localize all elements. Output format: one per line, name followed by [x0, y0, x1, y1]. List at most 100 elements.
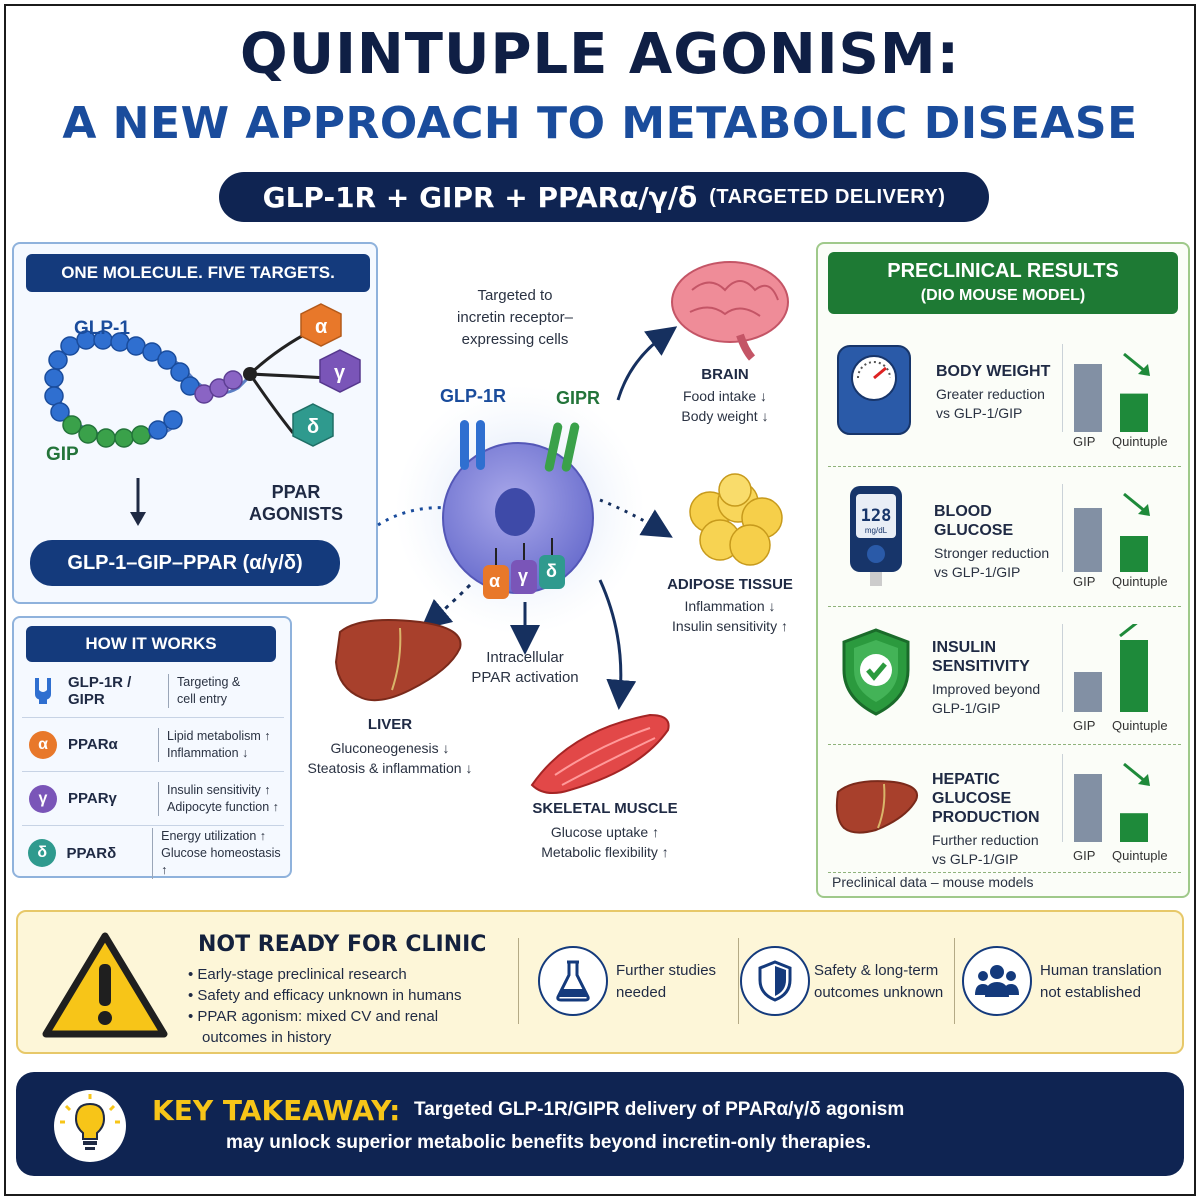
warning-title: NOT READY FOR CLINIC	[198, 932, 487, 957]
glucometer-icon	[850, 486, 902, 586]
gip-label: GIP	[46, 444, 79, 465]
bar-label-quint-2: Quintuple	[1112, 718, 1168, 733]
result-title-insulin-2: SENSITIVITY	[932, 658, 1030, 675]
hiw-desc-alpha: Lipid metabolism ↑ Inflammation ↓	[158, 727, 271, 762]
muscle-name: SKELETAL MUSCLE	[532, 800, 678, 817]
hiw-desc-receptor-1: Targeting &	[177, 674, 241, 689]
delta-badge-symbol: δ	[28, 839, 57, 867]
result-title-insulin-1: INSULIN	[932, 639, 996, 656]
outer-frame	[4, 4, 1196, 1196]
muscle-illustration	[530, 713, 670, 795]
results-footnote: Preclinical data – mouse models	[832, 874, 1034, 890]
trend-arrow-icon	[1123, 762, 1147, 784]
bar-gip	[1074, 508, 1102, 572]
warning-divider-1	[518, 938, 519, 1024]
key-takeaway-label: KEY TAKEAWAY:	[152, 1094, 401, 1127]
results-separator-4	[828, 872, 1181, 873]
mini-chart-insulin	[1062, 624, 1148, 712]
down-arrow-icon	[130, 478, 146, 526]
bar-gip	[1074, 672, 1102, 712]
how-it-works-panel: HOW IT WORKS GLP-1R / GIPR Targeting & c…	[12, 616, 292, 879]
muscle-desc-1: Glucose uptake ↑	[550, 824, 660, 840]
targeted-note-2: incretin receptor–	[457, 309, 573, 326]
key-takeaway-line-2: may unlock superior metabolic benefits b…	[226, 1132, 872, 1153]
bar-quintuple	[1120, 393, 1148, 432]
brain-desc-2: Body weight ↓	[681, 408, 769, 424]
bar-gip	[1074, 774, 1102, 842]
hiw-desc-gamma-2: Adipocyte function ↑	[167, 799, 279, 814]
bar-quintuple	[1120, 640, 1148, 712]
warning-bullet-3: PPAR agonism: mixed CV and renal	[188, 1006, 508, 1027]
brain-desc-1: Food intake ↓	[682, 388, 768, 404]
hiw-desc-gamma-1: Insulin sensitivity ↑	[167, 782, 271, 797]
target-combo-banner: GLP-1R + GIPR + PPARα/γ/δ (TARGETED DELI…	[219, 172, 989, 222]
warning-bullet-3-cont: outcomes in history	[202, 1029, 332, 1046]
glucometer-reading: 128	[860, 506, 892, 526]
glp1-label: GLP-1	[74, 318, 130, 339]
bar-label-quint-1: Quintuple	[1112, 574, 1168, 589]
key-takeaway-banner: KEY TAKEAWAY: Targeted GLP-1R/GIPR deliv…	[16, 1072, 1184, 1176]
lightbulb-icon	[54, 1090, 126, 1162]
hiw-desc-gamma: Insulin sensitivity ↑ Adipocyte function…	[158, 781, 279, 816]
liver-desc-1: Gluconeogenesis ↓	[330, 740, 450, 756]
targeted-note-1: Targeted to	[477, 287, 553, 304]
subtitle: A NEW APPROACH TO METABOLIC DISEASE	[62, 98, 1138, 149]
hiw-desc-delta: Energy utilization ↑ Glucose homeostasis…	[152, 827, 284, 879]
trend-arrow-head	[1138, 774, 1150, 786]
liver-desc-2: Steatosis & inflammation ↓	[307, 760, 473, 776]
results-separator-2	[828, 606, 1181, 607]
molecule-header: ONE MOLECULE. FIVE TARGETS.	[26, 254, 370, 292]
hiw-name-alpha: PPARα	[68, 736, 118, 753]
result-title-hepatic-1: HEPATIC GLUCOSE	[932, 771, 1012, 807]
adipose-illustration	[689, 473, 783, 566]
alpha-badge-icon: α	[28, 730, 58, 760]
hiw-name-receptor: GLP-1R / GIPR	[68, 673, 132, 708]
shield-check-icon	[842, 628, 910, 716]
cell-diagram	[334, 261, 789, 795]
hiw-desc-alpha-1: Lipid metabolism ↑	[167, 728, 271, 743]
result-desc-blood-glucose-2: vs GLP-1/GIP	[934, 564, 1021, 580]
warning-divider-3	[954, 938, 955, 1024]
molecule-panel: ONE MOLECULE. FIVE TARGETS.	[12, 242, 378, 604]
targeted-note-3: expressing cells	[461, 331, 569, 348]
brain-name: BRAIN	[701, 366, 749, 383]
liver-name: LIVER	[367, 716, 413, 733]
result-title-blood-glucose: BLOOD GLUCOSE	[934, 503, 1014, 539]
intracellular-note-1: Intracellular	[486, 649, 564, 666]
bar-label-gip-2: GIP	[1073, 718, 1096, 733]
trend-arrow-head	[1138, 504, 1150, 516]
result-text-blood-glucose: BLOOD GLUCOSE Stronger reduction vs GLP-…	[934, 502, 1062, 582]
people-group-icon	[962, 946, 1032, 1016]
cell-gamma-symbol: γ	[518, 566, 529, 586]
mini-chart-hepatic	[1062, 754, 1150, 842]
hex-alpha-symbol: α	[315, 316, 328, 338]
receptor-icon	[28, 676, 58, 706]
peptide-chain-illustration	[44, 303, 361, 448]
main-title: QUINTUPLE AGONISM:	[240, 22, 960, 87]
gamma-badge-icon: γ	[28, 784, 58, 814]
bar-label-gip-1: GIP	[1073, 574, 1096, 589]
shield-icon	[740, 946, 810, 1016]
ppar-label-2: AGONISTS	[248, 504, 343, 524]
caveat-text-2: Safety & long-term outcomes unknown	[814, 960, 943, 1004]
results-header: PRECLINICAL RESULTS (DIO MOUSE MODEL)	[828, 252, 1178, 314]
glucometer-unit: mg/dL	[864, 526, 888, 535]
result-desc-body-weight-2: vs GLP-1/GIP	[936, 405, 1023, 421]
bar-label-gip-0: GIP	[1073, 434, 1096, 449]
results-header-2: (DIO MOUSE MODEL)	[920, 287, 1086, 304]
trend-arrow-head	[1138, 364, 1150, 376]
flask-icon	[538, 946, 608, 1016]
result-title-hepatic-2: PRODUCTION	[932, 809, 1040, 826]
preclinical-results-panel: PRECLINICAL RESULTS (DIO MOUSE MODEL) 12…	[816, 242, 1190, 898]
liver-small-icon	[835, 780, 918, 834]
adipose-name: ADIPOSE TISSUE	[667, 576, 793, 593]
result-text-body-weight: BODY WEIGHT Greater reduction vs GLP-1/G…	[936, 362, 1062, 423]
warning-triangle-icon	[42, 932, 168, 1038]
delta-badge-icon: δ	[28, 838, 57, 868]
caveat-text-3: Human translation not established	[1040, 960, 1162, 1004]
how-it-works-header: HOW IT WORKS	[26, 626, 276, 662]
result-desc-hepatic-2: vs GLP-1/GIP	[932, 851, 1019, 867]
mini-chart-body-weight	[1062, 344, 1150, 432]
mini-chart-blood-glucose	[1062, 484, 1150, 572]
results-separator-3	[828, 744, 1181, 745]
